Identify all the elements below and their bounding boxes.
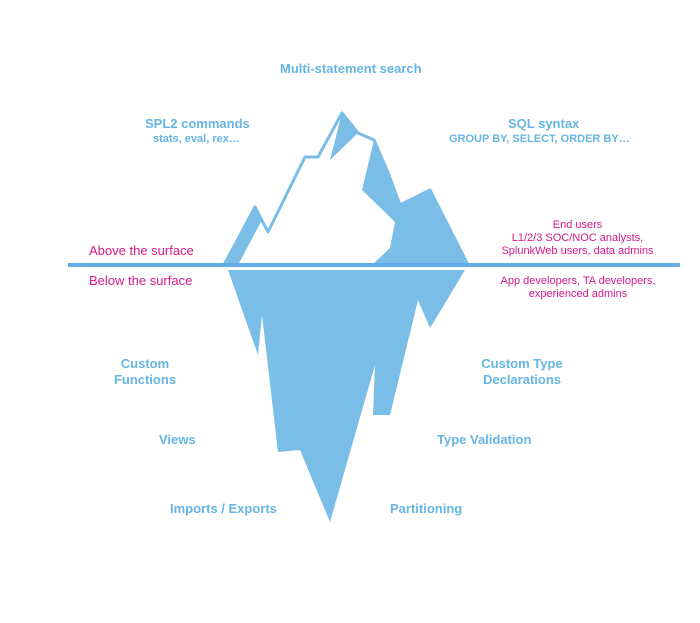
above-audience-line: SplunkWeb users, data admins — [501, 245, 654, 258]
below-audience: App developers, TA developers, experienc… — [493, 275, 663, 301]
custom-functions-line: Functions — [113, 371, 177, 387]
waterline — [68, 263, 680, 267]
sql-syntax-label: SQL syntax — [508, 116, 580, 131]
above-surface-label: Above the surface — [89, 243, 194, 258]
custom-functions-label: Custom Functions — [106, 356, 184, 387]
custom-types-line: Custom Type — [481, 356, 563, 371]
spl2-commands-label: SPL2 commands — [145, 116, 250, 131]
above-audience: End users L1/2/3 SOC/NOC analysts, Splun… — [500, 219, 655, 259]
below-surface-label: Below the surface — [89, 273, 193, 288]
custom-functions-line: Custom — [120, 356, 170, 371]
below-audience-line: experienced admins — [528, 288, 628, 301]
iceberg-underwater — [228, 270, 465, 522]
imports-exports-label: Imports / Exports — [170, 501, 277, 516]
above-audience-line: L1/2/3 SOC/NOC analysts, — [511, 232, 644, 245]
partitioning-label: Partitioning — [390, 501, 463, 516]
sql-syntax-examples: GROUP BY, SELECT, ORDER BY… — [449, 133, 630, 145]
custom-types-line: Declarations — [482, 371, 562, 387]
above-audience-line: End users — [552, 219, 603, 231]
spl2-commands-examples: stats, eval, rex… — [153, 133, 240, 145]
iceberg-tip-shading — [330, 113, 468, 265]
multi-statement-search-label: Multi-statement search — [280, 61, 422, 76]
type-validation-label: Type Validation — [437, 432, 532, 447]
views-label: Views — [159, 432, 196, 447]
below-audience-line: App developers, TA developers, — [500, 275, 656, 287]
custom-type-declarations-label: Custom Type Declarations — [476, 356, 568, 387]
iceberg-tip-left-shade — [224, 207, 262, 265]
